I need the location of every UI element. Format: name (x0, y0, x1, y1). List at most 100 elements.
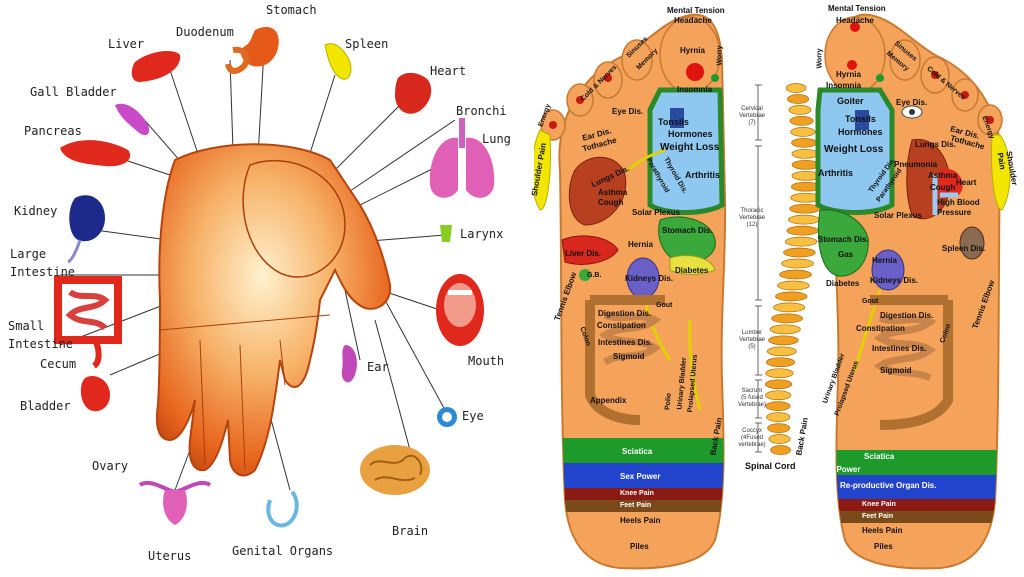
hand-label-bronchi: Bronchi (456, 104, 507, 118)
vertebra (783, 247, 816, 258)
right-label-sciatica: Sciatica (864, 452, 895, 461)
hand-label-genital-organs: Genital Organs (232, 544, 334, 558)
hand-label-mouth: Mouth (468, 354, 505, 368)
left-label-cough: Cough (598, 198, 624, 207)
left-label-eye-dis: Eye Dis. (612, 107, 644, 116)
vertebra (765, 379, 793, 390)
right-feet-pain-band (834, 511, 1001, 523)
left-liver (561, 235, 619, 265)
hand-label-stomach: Stomach (266, 3, 317, 17)
right-label-knee-pain: Knee Pain (862, 501, 896, 508)
right-label-solar-plexus: Solar Plexus (874, 211, 923, 220)
hand-label-spleen: Spleen (345, 37, 389, 51)
vertebra (777, 280, 810, 291)
vertebra (769, 324, 801, 335)
gall-bladder-icon (115, 103, 150, 136)
right-knee-pain-band (834, 499, 1001, 511)
right-label-tonsils: Tonsils (845, 114, 876, 124)
bladder-icon (80, 375, 110, 412)
organ-icons (54, 26, 495, 528)
hand-label-ear: Ear (367, 360, 389, 374)
vertebra (787, 94, 810, 104)
large-intestine-icon (54, 276, 122, 344)
right-label-spleen-dis: Spleen Dis. (942, 244, 986, 253)
vertebra (785, 83, 807, 93)
left-sciatica-band (559, 438, 726, 463)
right-label-mental-tension: Mental Tension (828, 4, 886, 13)
right-label-diabetes: Diabetes (826, 279, 860, 288)
right-label-heels-pain: Heels Pain (862, 526, 903, 535)
right-label-shoulder-pain: Shoulder Pain (995, 150, 1020, 187)
right-label-asthma: Asthma (928, 171, 958, 180)
left-label-piles: Piles (630, 542, 649, 551)
left-knee-pain-band (559, 488, 726, 500)
right-label-piles: Piles (874, 542, 893, 551)
right-label-arthritis: Arthritis (818, 168, 854, 178)
left-label-arthritis: Arthritis (685, 170, 721, 180)
hand-label-kidney: Kidney (14, 204, 58, 218)
vertebra (771, 313, 803, 324)
right-label-gout: Gout (862, 298, 879, 305)
left-stomach (658, 216, 716, 264)
right-label-reproductive: Re-productive Organ Dis. (840, 481, 937, 490)
right-label-hernia: Hernia (872, 256, 897, 265)
vertebra (765, 390, 792, 401)
left-intestines (585, 295, 665, 425)
right-label-pressure: Pressure (937, 208, 972, 217)
hand-shape (155, 143, 392, 477)
hand-label-small: Small (8, 319, 45, 333)
right-label-sigmoid: Sigmoid (880, 366, 912, 375)
left-lungs (568, 156, 627, 226)
spine-label-thoracic: Thoracic Vertebrae (12) (738, 208, 766, 228)
left-label-diabetes: Diabetes (675, 266, 709, 275)
left-label-mental-tension: Mental Tension (667, 6, 725, 15)
spine-label-coccyx: Coccyx (4Fused vertebrae) (738, 428, 766, 448)
hand-label-liver: Liver (108, 37, 145, 51)
left-label-kidneys-dis: Kidneys Dis. (625, 274, 674, 283)
left-label-hyrnia: Hyrnia (680, 46, 705, 55)
right-label-intestines-dis: Intestines Dis. (872, 344, 927, 353)
spleen-icon (324, 43, 352, 80)
vertebra (768, 335, 799, 346)
vertebra (767, 423, 791, 433)
left-label-appendix: Appendix (590, 396, 627, 405)
right-label-weight-loss: Weight Loss (824, 144, 884, 155)
hand-label-large: Large (10, 247, 47, 261)
left-label-gout: Gout (656, 302, 673, 309)
pancreas-icon (60, 140, 131, 167)
right-label-insomnia: Insomnia (826, 81, 862, 90)
right-label-goiter: Goiter (837, 96, 864, 106)
right-label-cough: Cough (930, 183, 956, 192)
hand-label-small-intestine: Intestine (8, 337, 74, 351)
left-label-insomnia: Insomnia (677, 85, 713, 94)
left-foot (534, 13, 727, 570)
vertebra (765, 401, 791, 411)
vertebra (781, 258, 814, 269)
left-label-sciatica: Sciatica (622, 447, 653, 456)
right-label-eye-dis: Eye Dis. (896, 98, 928, 107)
vertebra (779, 269, 812, 280)
left-label-hernia: Hernia (628, 240, 653, 249)
left-label-headache: Headache (674, 16, 712, 25)
right-intestines (870, 295, 953, 430)
hand-label-eye: Eye (462, 409, 484, 423)
left-label-liver-dis: Liver Dis. (565, 249, 602, 258)
hand-label-intestine: Intestine (10, 265, 76, 279)
left-pancreas (669, 255, 716, 275)
left-feet-pain-band (559, 500, 726, 512)
spinal-cord-title: Spinal Cord (745, 461, 796, 471)
left-label-stomach-dis: Stomach Dis. (662, 226, 713, 235)
right-label-hyrnia: Hyrnia (836, 70, 861, 79)
vertebra (766, 412, 791, 422)
left-label-sex-power: Sex Power (620, 472, 661, 481)
duodenum-icon (225, 46, 250, 74)
uterus-icon (138, 480, 212, 525)
right-label-cold-nerves: Cold & Nerves (925, 65, 967, 102)
right-label-worry: Worry (816, 48, 824, 69)
right-label-heart: Heart (956, 178, 977, 187)
left-label-weight-loss: Weight Loss (660, 142, 720, 153)
left-sex-power-band (559, 463, 726, 488)
right-kidney (871, 249, 905, 291)
hand-diagram (54, 26, 495, 528)
